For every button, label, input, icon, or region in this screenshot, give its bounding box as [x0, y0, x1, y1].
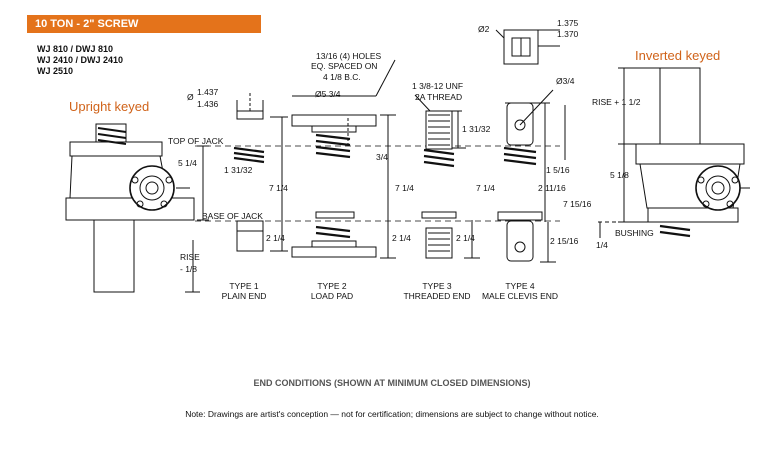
type-name: PLAIN END [221, 291, 267, 301]
type-2-label: TYPE 2 LOAD PAD [300, 281, 364, 301]
model-list: WJ 810 / DWJ 810 WJ 2410 / DWJ 2410 WJ 2… [37, 44, 123, 77]
dim-dia-5-3-4: Ø5 3/4 [315, 89, 341, 99]
base-of-jack-label: BASE OF JACK [202, 211, 263, 221]
type-1-label: TYPE 1 PLAIN END [214, 281, 274, 301]
type-number: TYPE 1 [229, 281, 259, 291]
upright-keyed-label: Upright keyed [69, 99, 150, 114]
rise-plus-label: RISE + 1 1/2 [592, 97, 641, 107]
dim-1-31-32: 1 31/32 [224, 165, 253, 175]
dim-1-5-16: 1 5/16 [546, 165, 570, 175]
dim-7-15-16: 7 15/16 [563, 199, 592, 209]
model-line: WJ 810 / DWJ 810 [37, 44, 114, 54]
dim-1-4: 1/4 [596, 240, 608, 250]
rise-minus: - 1/8 [180, 264, 198, 274]
dim-2-1-4-a: 2 1/4 [266, 233, 285, 243]
type-number: TYPE 4 [505, 281, 535, 291]
holes-line-3: 4 1/8 B.C. [323, 72, 361, 82]
inverted-keyed-label: Inverted keyed [635, 48, 721, 63]
dim-2-11-16: 2 11/16 [538, 183, 566, 193]
section-header: 10 TON - 2" SCREW [27, 15, 261, 33]
dim-1436: 1.436 [197, 99, 219, 109]
unf-line-1: 1 3/8-12 UNF [412, 81, 464, 91]
dim-5-1-4: 5 1/4 [178, 158, 197, 168]
type-name: THREADED END [403, 291, 471, 301]
dim-dia-3-4: Ø3/4 [556, 76, 575, 86]
dim-1370: 1.370 [557, 29, 579, 39]
type-name: LOAD PAD [310, 291, 354, 301]
disclaimer-note: Note: Drawings are artist's conception —… [185, 409, 599, 419]
drawing-caption: END CONDITIONS (SHOWN AT MINIMUM CLOSED … [253, 378, 531, 388]
model-line: WJ 2510 [37, 66, 74, 76]
type-number: TYPE 2 [317, 281, 347, 291]
dim-3-4: 3/4 [376, 152, 388, 162]
type-name: MALE CLEVIS END [481, 291, 559, 301]
dim-7-1-4-a: 7 1/4 [269, 183, 288, 193]
dim-phi: Ø [187, 92, 194, 102]
dim-dia-2: Ø2 [478, 24, 490, 34]
type-number: TYPE 3 [422, 281, 452, 291]
top-of-jack-label: TOP OF JACK [168, 136, 224, 146]
dim-7-1-4-c: 7 1/4 [476, 183, 495, 193]
holes-line-1: 13/16 (4) HOLES [316, 51, 382, 61]
bushing-label: BUSHING [615, 228, 654, 238]
type-4-label: TYPE 4 MALE CLEVIS END [477, 281, 563, 301]
dim-2-15-16: 2 15/16 [550, 236, 579, 246]
dim-5-1-8: 5 1/8 [610, 170, 629, 180]
dim-7-1-4-b: 7 1/4 [395, 183, 414, 193]
dim-1437: 1.437 [197, 87, 219, 97]
dim-1375: 1.375 [557, 18, 579, 28]
dim-2-1-4-c: 2 1/4 [456, 233, 475, 243]
dim-1-31-32-b: 1 31/32 [462, 124, 491, 134]
dim-2-1-4-b: 2 1/4 [392, 233, 411, 243]
rise-label: RISE [180, 252, 200, 262]
type-3-label: TYPE 3 THREADED END [399, 281, 475, 301]
model-line: WJ 2410 / DWJ 2410 [37, 55, 124, 65]
unf-line-2: 2A THREAD [415, 92, 463, 102]
holes-line-2: EQ. SPACED ON [311, 61, 378, 71]
